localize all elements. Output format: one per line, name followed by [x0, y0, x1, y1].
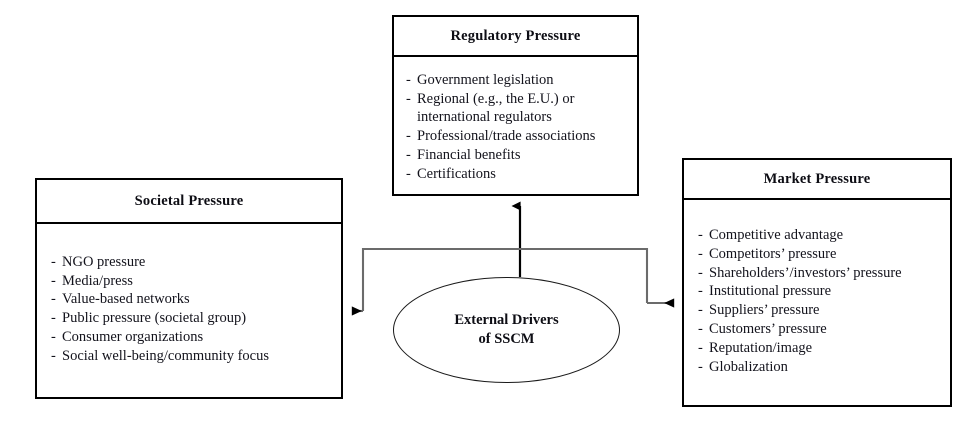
bullet-dash-icon: - — [698, 245, 703, 262]
list-item-label: Reputation/image — [709, 339, 813, 356]
bullet-dash-icon: - — [698, 321, 703, 338]
list-item: - Consumer organizations — [51, 328, 341, 347]
bullet-dash-icon: - — [406, 90, 411, 107]
box-regulatory-body: - Government legislation - Regional (e.g… — [394, 57, 637, 192]
bullet-dash-icon: - — [698, 339, 703, 356]
list-item: - Regional (e.g., the E.U.) or internati… — [406, 90, 637, 128]
bullet-dash-icon: - — [698, 226, 703, 243]
external-drivers-ellipse: External Drivers of SSCM — [393, 277, 620, 383]
box-societal-pressure: Societal Pressure - NGO pressure - Media… — [35, 178, 343, 399]
list-item: - Government legislation — [406, 71, 637, 90]
list-item-label: Certifications — [417, 165, 496, 182]
list-item: - Customers’ pressure — [698, 320, 950, 339]
bullet-dash-icon: - — [51, 272, 56, 289]
bullet-dash-icon: - — [698, 283, 703, 300]
box-market-body: - Competitive advantage - Competitors’ p… — [684, 200, 950, 403]
bullet-dash-icon: - — [698, 264, 703, 281]
list-item: - Professional/trade associations — [406, 127, 637, 146]
bullet-dash-icon: - — [698, 358, 703, 375]
list-item-label: Regional (e.g., the E.U.) or internation… — [417, 90, 575, 126]
market-bullet-list: - Competitive advantage - Competitors’ p… — [698, 226, 950, 377]
list-item: - Competitors’ pressure — [698, 245, 950, 264]
bullet-dash-icon: - — [406, 147, 411, 164]
list-item-label: Suppliers’ pressure — [709, 302, 820, 319]
bullet-dash-icon: - — [406, 165, 411, 182]
list-item: - Institutional pressure — [698, 282, 950, 301]
list-item-label: Social well-being/community focus — [62, 347, 269, 364]
list-item: - Public pressure (societal group) — [51, 309, 341, 328]
list-item: - Financial benefits — [406, 146, 637, 165]
ellipse-label-line-2: of SSCM — [478, 331, 535, 347]
box-market-pressure: Market Pressure - Competitive advantage … — [682, 158, 952, 407]
list-item: - Certifications — [406, 165, 637, 184]
list-item: - Value-based networks — [51, 290, 341, 309]
box-regulatory-pressure: Regulatory Pressure - Government legisla… — [392, 15, 639, 196]
regulatory-bullet-list: - Government legislation - Regional (e.g… — [406, 71, 637, 184]
list-item: - Media/press — [51, 272, 341, 291]
bullet-dash-icon: - — [406, 71, 411, 88]
list-item-label: Shareholders’/investors’ pressure — [709, 264, 902, 281]
list-item: - Suppliers’ pressure — [698, 301, 950, 320]
list-item-label: Institutional pressure — [709, 283, 832, 300]
list-item-label: Globalization — [709, 358, 788, 375]
list-item: - Globalization — [698, 358, 950, 377]
box-societal-title: Societal Pressure — [134, 192, 244, 209]
box-market-title: Market Pressure — [763, 170, 871, 187]
list-item-label: Professional/trade associations — [417, 128, 596, 145]
list-item-label: NGO pressure — [62, 253, 146, 270]
list-item: - Shareholders’/investors’ pressure — [698, 264, 950, 283]
list-item-label: Media/press — [62, 272, 133, 289]
bullet-dash-icon: - — [698, 302, 703, 319]
bullet-dash-icon: - — [406, 128, 411, 145]
list-item-label: Government legislation — [417, 71, 554, 88]
list-item-label: Value-based networks — [62, 291, 190, 308]
list-item-label: Customers’ pressure — [709, 321, 827, 338]
societal-bullet-list: - NGO pressure - Media/press - Value-bas… — [51, 253, 341, 366]
bullet-dash-icon: - — [51, 347, 56, 364]
arrow-to-societal — [351, 247, 520, 316]
list-item-label: Competitors’ pressure — [709, 245, 837, 262]
bullet-dash-icon: - — [51, 329, 56, 346]
list-item-label: Competitive advantage — [709, 226, 844, 243]
box-societal-header: Societal Pressure — [37, 180, 341, 224]
bullet-dash-icon: - — [51, 310, 56, 327]
bullet-dash-icon: - — [51, 253, 56, 270]
list-item-label: Financial benefits — [417, 147, 521, 164]
ellipse-label-line-1: External Drivers — [454, 312, 559, 329]
list-item-label: Consumer organizations — [62, 329, 204, 346]
box-societal-body: - NGO pressure - Media/press - Value-bas… — [37, 224, 341, 395]
box-regulatory-title: Regulatory Pressure — [450, 27, 581, 44]
bullet-dash-icon: - — [51, 291, 56, 308]
list-item: - NGO pressure — [51, 253, 341, 272]
box-market-header: Market Pressure — [684, 160, 950, 200]
list-item-label: Public pressure (societal group) — [62, 310, 247, 327]
box-regulatory-header: Regulatory Pressure — [394, 17, 637, 57]
arrow-to-market — [520, 247, 675, 308]
list-item: - Reputation/image — [698, 339, 950, 358]
list-item: - Competitive advantage — [698, 226, 950, 245]
list-item: - Social well-being/community focus — [51, 347, 341, 366]
